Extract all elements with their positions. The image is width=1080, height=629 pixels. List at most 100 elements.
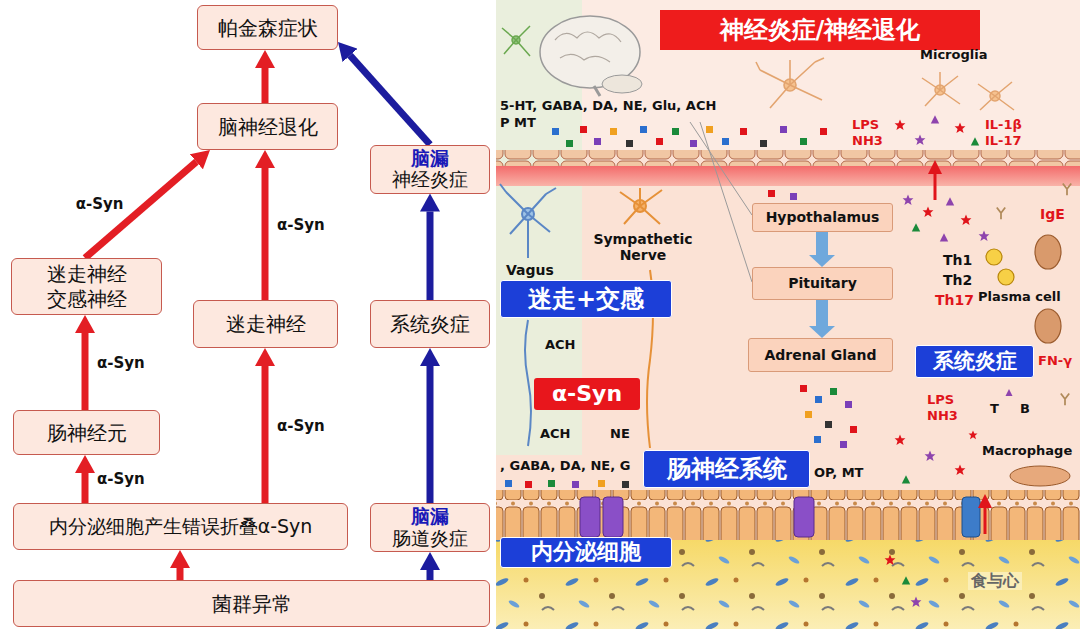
flow-arrow [816, 300, 828, 326]
annotation: ACH [540, 427, 570, 442]
immune-cells [998, 269, 1014, 285]
process-box: 内分泌细胞产生错误折叠α-Syn [13, 503, 348, 550]
tag-box: 内分泌细胞 [500, 537, 672, 568]
watermark: 食与心 [968, 572, 1022, 590]
process-box: 脑神经退化 [197, 103, 338, 150]
brain-sketch [540, 16, 642, 96]
annotation: NE [610, 427, 630, 442]
annotation: Th2 [943, 272, 972, 288]
brain-sketch [555, 32, 621, 62]
organ-box: Pituitary [752, 267, 893, 300]
node-text: 迷走+交感 [528, 285, 644, 314]
edge-label: α-Syn [275, 216, 327, 234]
gut-epithelium [496, 540, 1080, 629]
edge-label: α-Syn [95, 354, 147, 372]
hormone-lines [690, 122, 752, 282]
neurotransmitters [780, 126, 787, 133]
blood-brain-barrier [496, 150, 1080, 166]
neurotransmitters [610, 128, 617, 135]
neurotransmitters [552, 128, 559, 135]
immune-cells [1063, 183, 1071, 195]
gut-epithelium [496, 540, 1080, 629]
node-text: α-Syn [552, 381, 622, 407]
immune-cells [895, 120, 906, 131]
flow-arrow [262, 366, 269, 503]
cortex-neuron [756, 58, 824, 108]
hormone-lines [700, 122, 752, 282]
annotation: Microglia [920, 48, 987, 63]
node-text: 系统炎症 [933, 349, 1017, 374]
process-box: 迷走神经 [193, 300, 338, 348]
annotation: Sympathetic Nerve [578, 231, 708, 263]
gut-epithelium [902, 576, 910, 584]
immune-cells [903, 195, 914, 206]
annotation: NH3 [927, 409, 958, 424]
edge-label: α-Syn [74, 195, 126, 213]
neurotransmitters [825, 421, 832, 428]
gut-epithelium [496, 490, 1080, 540]
flow-arrow [82, 333, 89, 410]
neurotransmitters [805, 411, 812, 418]
immune-cells [1035, 235, 1061, 269]
gut-epithelium [496, 490, 1080, 629]
immune-cells [931, 115, 939, 123]
process-box: 脑漏神经炎症 [370, 145, 490, 194]
immune-cells [979, 231, 990, 242]
neurotransmitters [830, 388, 837, 395]
immune-cells [925, 451, 936, 462]
node-text: Pituitary [788, 275, 857, 292]
neurotransmitters [622, 481, 629, 488]
node-text: 迷走神经 [226, 312, 306, 336]
node-text: 肠神经元 [47, 421, 127, 445]
node-text: 脑神经退化 [218, 115, 318, 139]
node-text: 内分泌细胞 [531, 539, 641, 565]
vagus-neuron [527, 220, 529, 258]
microglia [922, 72, 960, 106]
neurotransmitters [850, 426, 857, 433]
neurotransmitters [814, 436, 821, 443]
neurotransmitters [656, 138, 663, 145]
panel-ground [496, 0, 1080, 629]
immune-cells [1035, 309, 1061, 343]
leak-arrow [934, 172, 937, 200]
neurotransmitters [505, 480, 512, 487]
immune-cells [895, 435, 906, 446]
annotation: FN-γ [1038, 354, 1072, 369]
gut-epithelium [885, 555, 896, 566]
hormone-lines [690, 122, 752, 215]
gut-epithelium [580, 497, 600, 537]
neurotransmitters [594, 138, 601, 145]
annotation: 5-HT, GABA, DA, NE, Glu, ACH [500, 99, 716, 114]
title-banner: 神经炎症/神经退化 [660, 10, 980, 50]
neurotransmitters [820, 128, 827, 135]
node-text: 肠神经系统 [667, 455, 787, 484]
neurotransmitters [525, 481, 532, 488]
annotation: , GABA, DA, NE, G [500, 459, 630, 474]
source-band: 菌群异常 [13, 580, 490, 627]
leak-arrow [928, 160, 942, 174]
tag-box: 肠神经系统 [643, 450, 810, 488]
annotation: T [990, 402, 999, 417]
gut-epithelium [603, 497, 623, 537]
node-text: 神经炎症 [392, 169, 468, 190]
annotation: Th1 [943, 252, 972, 268]
neurotransmitters [840, 441, 847, 448]
leak-arrow [978, 494, 992, 508]
panel-ground [496, 0, 1080, 629]
organ-box: Hypothalamus [752, 203, 893, 232]
tag-box: 系统炎症 [915, 345, 1034, 378]
flow-arrow [427, 366, 434, 503]
immune-cells [969, 431, 978, 440]
annotation: Th17 [935, 292, 974, 308]
flow-arrow [350, 55, 430, 144]
flow-arrow [427, 570, 434, 580]
brain-sketch [602, 75, 642, 93]
gut-epithelium [911, 597, 922, 608]
flow-arrow [177, 568, 184, 580]
immune-cells [915, 135, 926, 146]
annotation: Macrophage [982, 444, 1072, 459]
node-text: Adrenal Gland [764, 347, 876, 364]
flow-arrow [262, 68, 269, 103]
vagus-neuron [525, 320, 531, 446]
annotation: P MT [500, 116, 536, 131]
